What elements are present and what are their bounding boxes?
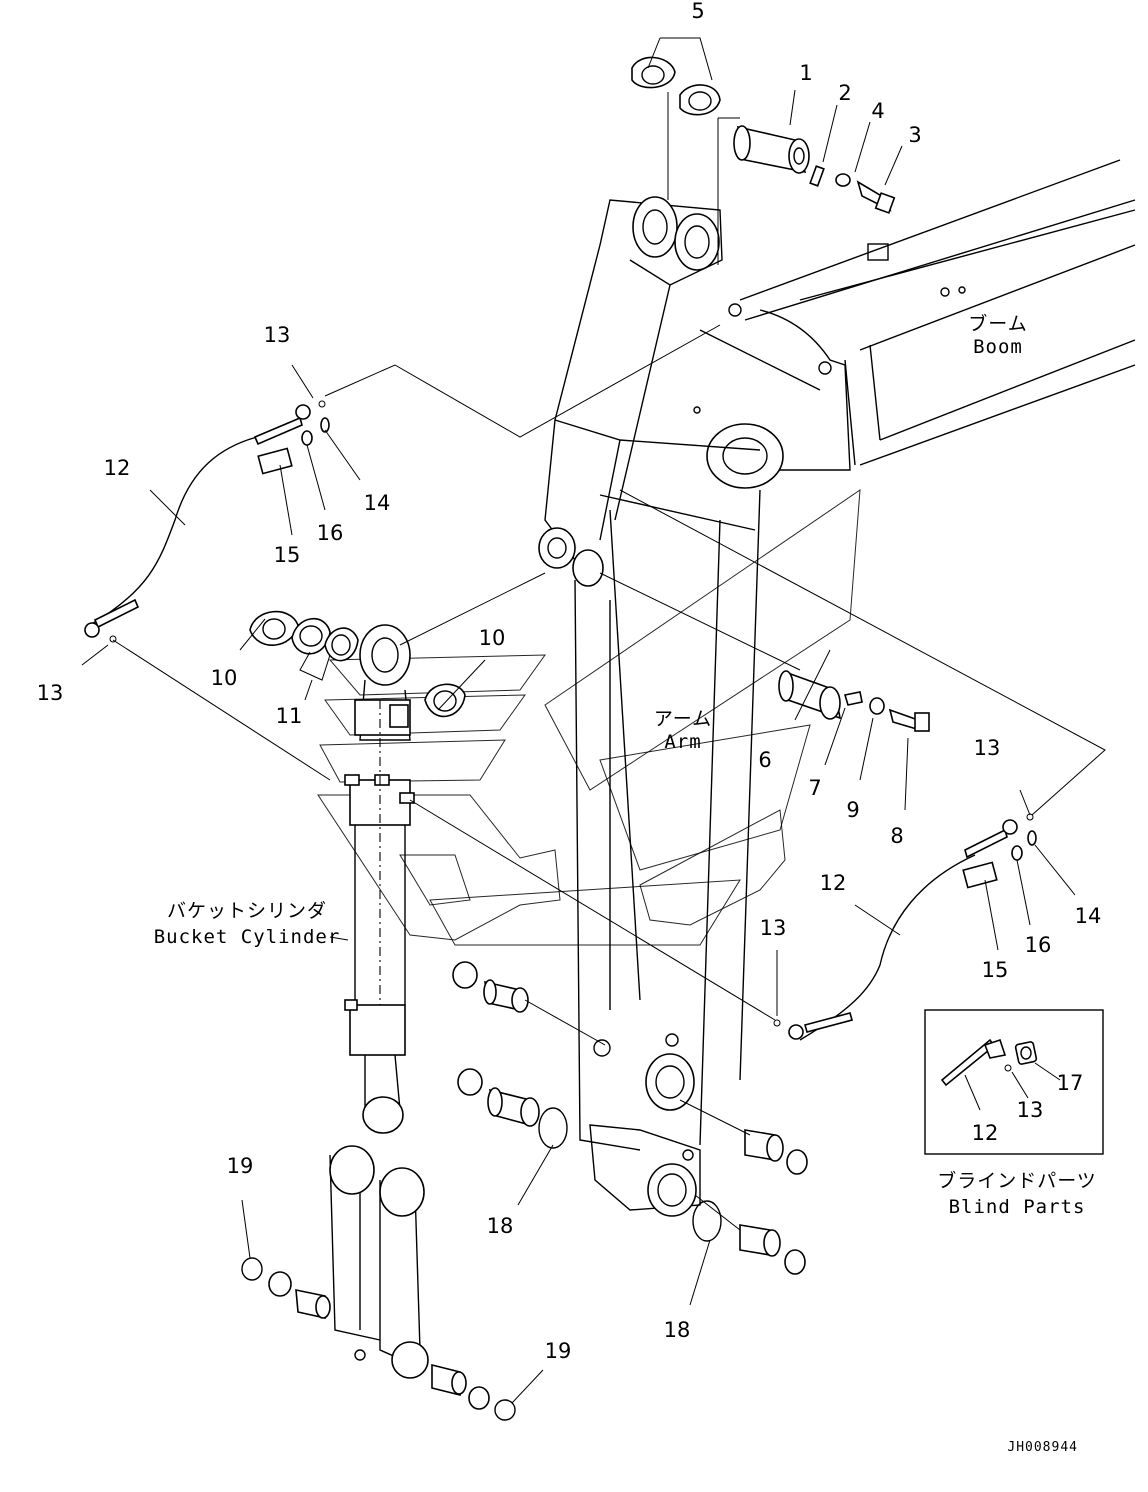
callout-15-a: 15 [274, 543, 301, 567]
callout-14-b: 14 [1075, 904, 1102, 928]
blind-parts-inset [924, 1009, 1104, 1155]
callout-18-a: 18 [487, 1214, 514, 1238]
boom-structure [699, 159, 1136, 489]
callout-13-b: 13 [37, 681, 64, 705]
callout-14-a: 14 [364, 491, 391, 515]
callout-5: 5 [691, 0, 704, 23]
callout-16-a: 16 [317, 521, 344, 545]
blind-parts-label-en: Blind Parts [949, 1196, 1086, 1218]
leader-lines [81, 37, 1106, 1404]
loose-parts [241, 56, 930, 1421]
callout-13-d: 13 [760, 916, 787, 940]
callout-7: 7 [808, 776, 821, 800]
callout-10-b: 10 [211, 666, 238, 690]
arm-structure [538, 196, 761, 1217]
drawing-code: JH008944 [1007, 1440, 1078, 1455]
callout-6: 6 [758, 748, 771, 772]
callout-19-b: 19 [545, 1339, 572, 1363]
arm-label-en: Arm [664, 731, 701, 753]
bucket-cylinder-label-en: Bucket Cylinder [154, 926, 341, 948]
blind-parts-label-jp: ブラインドパーツ [937, 1169, 1097, 1192]
callout-4: 4 [871, 99, 884, 123]
boom-label-en: Boom [973, 336, 1023, 358]
callout-12-a: 12 [104, 456, 131, 480]
callout-16-b: 16 [1025, 933, 1052, 957]
callout-11: 11 [276, 704, 303, 728]
callout-15-b: 15 [982, 958, 1009, 982]
callout-12-b: 12 [820, 871, 847, 895]
part-number-callouts: 5 1 2 4 3 13 12 14 16 15 10 10 13 11 6 7… [37, 0, 1102, 1363]
callout-8: 8 [890, 824, 903, 848]
callout-10-a: 10 [479, 626, 506, 650]
callout-12-c: 12 [972, 1121, 999, 1145]
callout-13-c: 13 [974, 736, 1001, 760]
bucket-cylinder-label-jp: バケットシリンダ [167, 900, 327, 922]
callout-2: 2 [838, 81, 851, 105]
callout-17: 17 [1057, 1071, 1084, 1095]
bucket-cylinder [329, 624, 429, 1379]
callout-3: 3 [908, 123, 921, 147]
grease-lines [84, 400, 1037, 1041]
callout-9: 9 [846, 798, 859, 822]
callout-1: 1 [799, 61, 812, 85]
callout-18-b: 18 [664, 1318, 691, 1342]
boom-label-jp: ブーム [968, 312, 1027, 335]
callout-13-e: 13 [1017, 1098, 1044, 1122]
component-labels: ブーム Boom アーム Arm バケットシリンダ Bucket Cylinde… [154, 312, 1097, 1455]
arm-label-jp: アーム [654, 708, 712, 730]
callout-13-a: 13 [264, 323, 291, 347]
callout-19-a: 19 [227, 1154, 254, 1178]
